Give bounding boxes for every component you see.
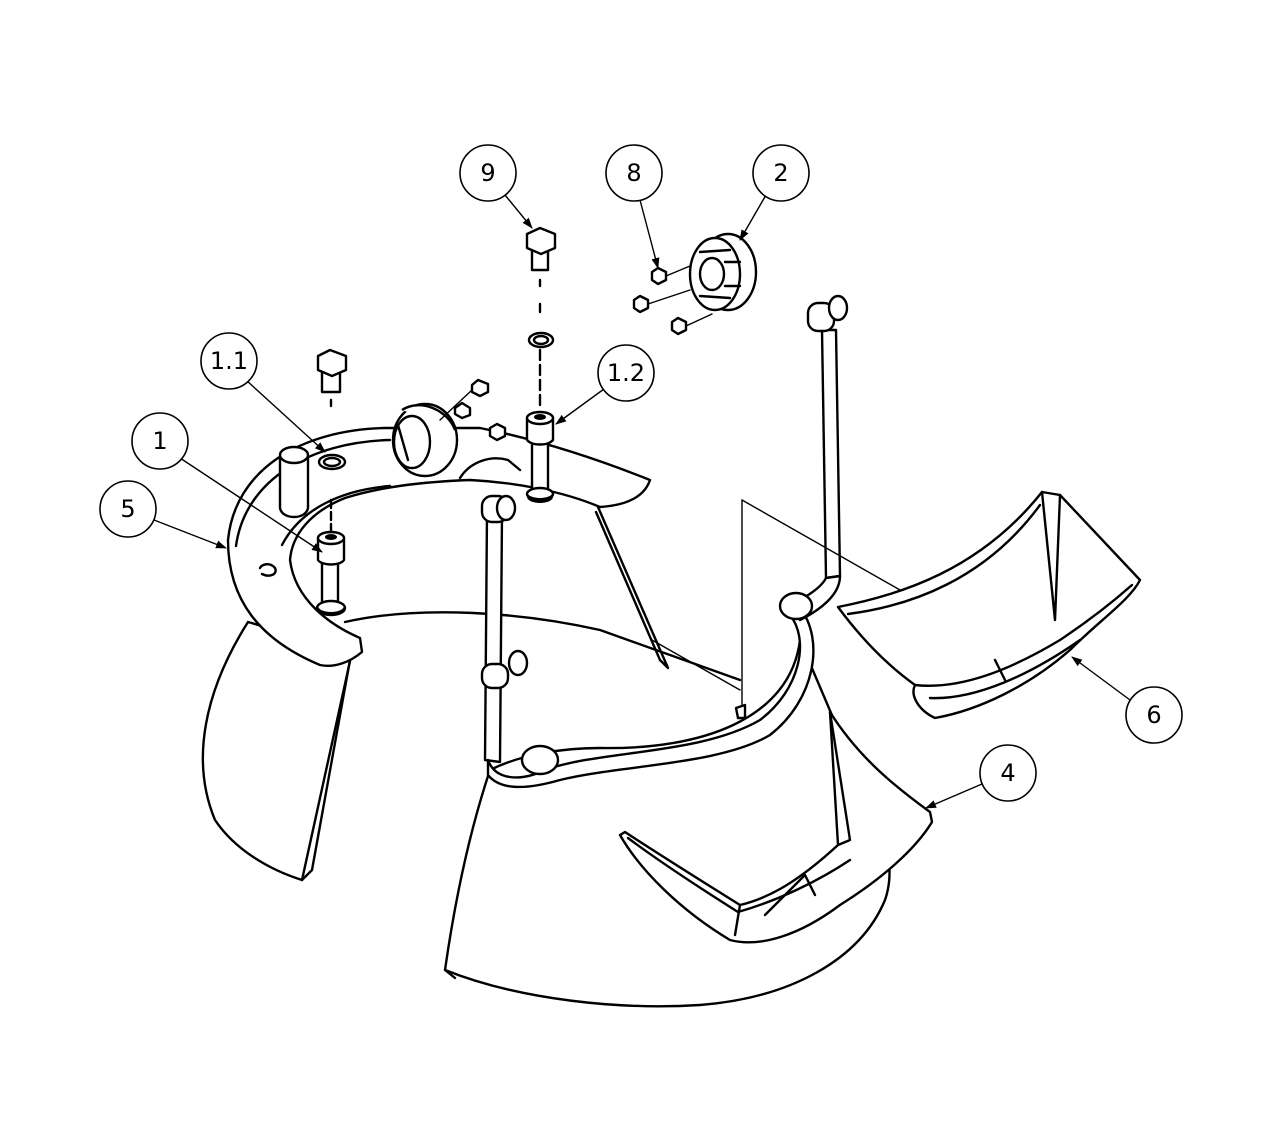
callout-1-1: 1.1 [200,332,326,453]
part-1-2-bolt-assembly [525,348,555,503]
guide-pin [278,445,310,519]
projection-lines [651,499,901,707]
part-2-hub-installed [391,378,507,478]
callout-6: 6 [1071,656,1183,744]
callout-1-2: 1.2 [555,344,655,425]
part-4-foot-tray [618,710,934,944]
hex-bolt-left [316,348,348,408]
callout-2: 2 [739,144,810,241]
part-1-bolt-assembly [315,498,347,617]
tube-frame [480,294,849,789]
callout-1: 1 [131,412,323,553]
part-9-hex-bolt [525,226,557,314]
callout-8: 8 [605,144,663,269]
part-8-screws [632,265,713,336]
callout-6-label: 6 [1146,701,1161,729]
washer-center [527,331,555,349]
callout-2-label: 2 [773,159,788,187]
callout-9: 9 [459,144,533,229]
callout-8-label: 8 [626,159,641,187]
callout-5-label: 5 [120,495,135,523]
part-1-1-washer [317,453,347,471]
part-2-hub [688,232,758,312]
callout-1-1-label: 1.1 [210,347,248,375]
part-6-foot-tray [836,490,1142,720]
callout-5: 5 [99,480,227,549]
callout-4-label: 4 [1000,759,1015,787]
callout-4: 4 [925,744,1037,809]
callout-1-2-label: 1.2 [607,359,645,387]
callout-1-label: 1 [152,427,167,455]
callout-9-label: 9 [480,159,495,187]
